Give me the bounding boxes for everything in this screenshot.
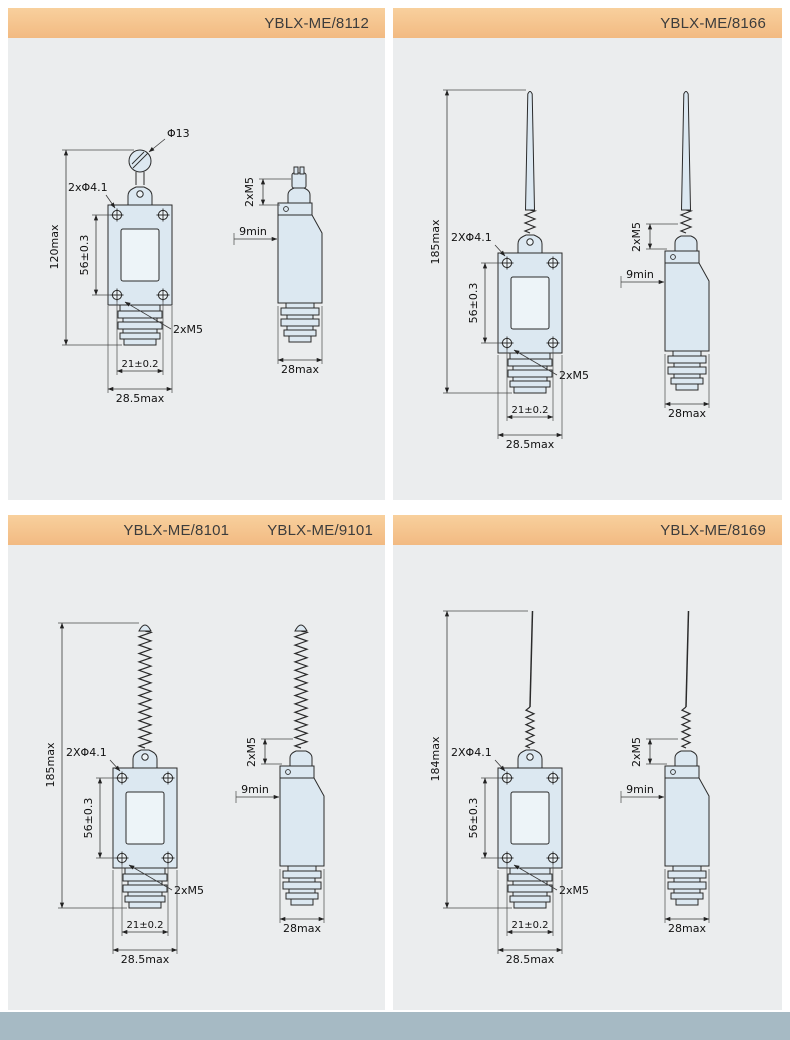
panel-8101-9101: YBLX-ME/8101 YBLX-ME/9101 185max 2 [8,515,385,1010]
dim-hole-span: 21±0.2 [511,405,548,416]
dim-body-height: 56±0.3 [78,235,91,276]
dim-thread-depth: 9min [239,225,267,238]
panel-header: YBLX-ME/8166 [393,8,782,38]
side-view [664,91,710,391]
side-view [279,624,325,906]
dim-overall-height: 185max [44,742,57,787]
front-dimensions: 184max 2XΦ4.1 56±0.3 2xM5 21±0.2 [429,610,589,966]
panel-8166: YBLX-ME/8166 185max 2XΦ4.1 [393,8,782,500]
side-view [277,166,323,343]
front-dimensions: Φ13 120max 2xΦ4.1 56±0.3 2xM5 [48,127,203,405]
dim-overall-depth: 28max [668,922,706,935]
dim-overall-width: 28.5max [506,953,555,966]
dim-overall-width: 28.5max [116,392,165,405]
dim-body-height: 56±0.3 [82,798,95,839]
dim-mount-holes: 2xΦ4.1 [68,181,108,194]
panel-title: YBLX-ME/8169 [660,521,766,539]
drawing-8112: Φ13 120max 2xΦ4.1 56±0.3 2xM5 [48,127,323,405]
whisker-spring [524,706,536,749]
side-dimensions: 2xM5 9min 28max [620,222,710,420]
whisker-spring [680,706,692,749]
dim-mount-holes: 2XΦ4.1 [66,746,107,759]
dim-mount-holes: 2XΦ4.1 [451,746,492,759]
dim-side-thread: 2xM5 [630,737,643,767]
dim-overall-depth: 28max [283,922,321,935]
panel-grid: YBLX-ME/8112 Φ13 120max [8,8,782,1010]
drawing-8166: 185max 2XΦ4.1 56±0.3 2xM5 21±0.2 [429,89,710,451]
dim-thread-depth: 9min [626,783,654,796]
whisker-wire [529,610,534,708]
dim-conduit-thread: 2xM5 [173,323,203,336]
dim-conduit-thread: 2xM5 [174,884,204,897]
dim-overall-depth: 28max [668,407,706,420]
spring-base [523,209,538,234]
dim-thread-depth: 9min [241,783,269,796]
dim-overall-height: 184max [429,736,442,781]
dim-conduit-thread: 2xM5 [559,369,589,382]
taper-rod [524,91,536,211]
dim-overall-height: 120max [48,224,61,269]
dim-body-height: 56±0.3 [467,798,480,839]
panel-header: YBLX-ME/8169 [393,515,782,545]
spring-tip [138,624,152,632]
whisker-wire [685,610,690,708]
drawing-8169: 184max 2XΦ4.1 56±0.3 2xM5 21±0.2 [429,610,710,966]
panel-8169: YBLX-ME/8169 184max 2XΦ4.1 [393,515,782,1010]
dim-side-thread: 2xM5 [630,222,643,252]
taper-rod [680,91,692,211]
dim-mount-holes: 2XΦ4.1 [451,231,492,244]
panel-title: YBLX-ME/8166 [660,14,766,32]
dim-side-thread: 2xM5 [243,177,256,207]
dim-hole-span: 21±0.2 [511,920,548,931]
panel-title: YBLX-ME/8101 [123,521,230,539]
dim-overall-height: 185max [429,219,442,264]
front-view [498,610,562,908]
panel-header: YBLX-ME/8112 [8,8,385,38]
side-view [664,610,710,906]
dim-body-height: 56±0.3 [467,283,480,324]
panel-title: YBLX-ME/9101 [267,521,373,539]
panel-title: YBLX-ME/8112 [264,14,369,32]
front-view [108,149,172,345]
panel-header: YBLX-ME/8101 YBLX-ME/9101 [8,515,385,545]
side-dimensions: 2xM5 9min 28max [620,737,710,935]
dim-overall-width: 28.5max [506,438,555,451]
front-dimensions: 185max 2XΦ4.1 56±0.3 2xM5 21±0.2 [429,89,589,451]
dim-roller-dia: Φ13 [167,127,190,140]
dim-overall-width: 28.5max [121,953,170,966]
coil-spring [137,630,154,749]
dim-hole-span: 21±0.2 [126,920,163,931]
coil-spring [293,630,310,749]
side-dimensions: 2xM5 9min 28max [235,737,325,935]
drawing-8101-9101: 185max 2XΦ4.1 56±0.3 2xM5 21±0.2 [44,622,325,966]
front-view [113,624,177,908]
panel-8112: YBLX-ME/8112 Φ13 120max [8,8,385,500]
side-dimensions: 2xM5 9min 28max [233,177,323,376]
footer-band [0,1012,790,1040]
dim-side-thread: 2xM5 [245,737,258,767]
front-dimensions: 185max 2XΦ4.1 56±0.3 2xM5 21±0.2 [44,622,204,966]
dim-overall-depth: 28max [281,363,319,376]
spring-tip [294,624,308,632]
front-view [498,91,562,394]
dim-thread-depth: 9min [626,268,654,281]
dim-conduit-thread: 2xM5 [559,884,589,897]
spring-base [679,209,694,234]
dim-hole-span: 21±0.2 [121,359,158,370]
